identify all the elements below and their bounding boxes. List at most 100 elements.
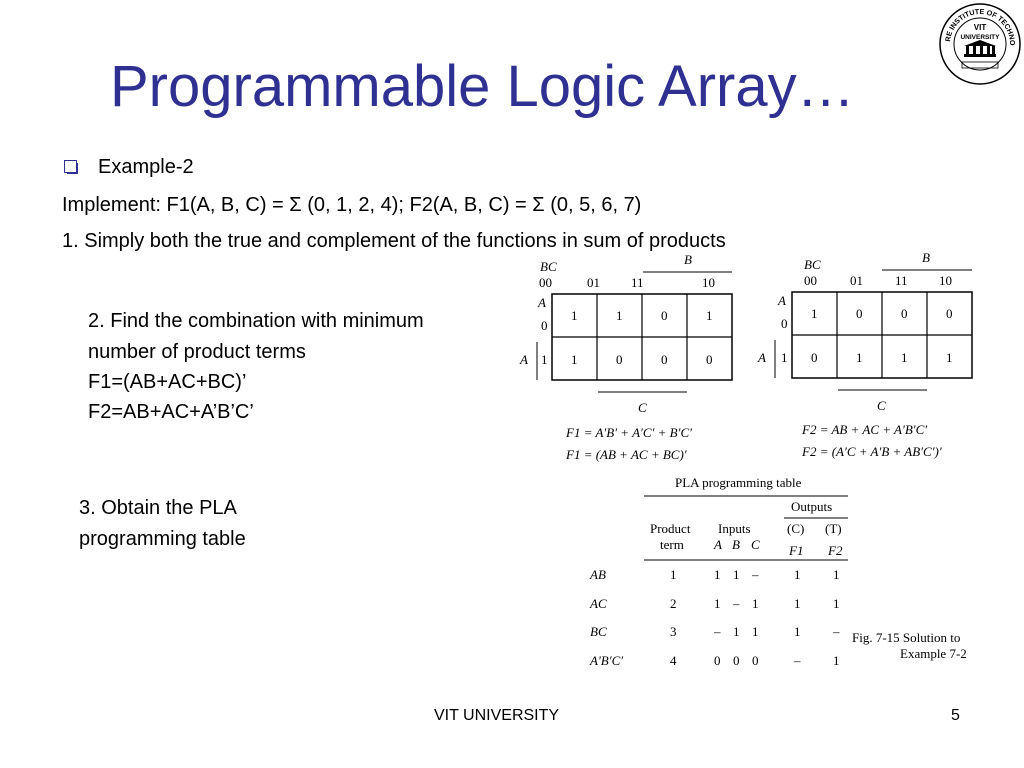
pla-row-term: 1 bbox=[670, 567, 677, 582]
kmap1-a-label: A bbox=[537, 295, 546, 310]
pla-table-caption: PLA programming table bbox=[675, 475, 802, 490]
pla-row-a: – bbox=[713, 624, 721, 639]
pla-row-b: 1 bbox=[733, 567, 740, 582]
kmap1-eq2: F1 = (AB + AC + BC)′ bbox=[565, 447, 687, 462]
pla-row-term: 3 bbox=[670, 624, 677, 639]
pla-row-label: AC bbox=[589, 596, 607, 611]
pla-output-col: F2 bbox=[827, 543, 843, 558]
step3-line1: 3. Obtain the PLA bbox=[79, 497, 237, 519]
kmap1-a-label-2: A bbox=[519, 352, 528, 367]
table-row: AB 1 1 1 – 1 1 bbox=[589, 567, 840, 582]
pla-row-c: 1 bbox=[752, 624, 759, 639]
kmap2-cell: 0 bbox=[811, 350, 818, 365]
pla-row-label: BC bbox=[590, 624, 607, 639]
kmap2-a-label: A bbox=[777, 293, 786, 308]
kmap1-eq1: F1 = A′B′ + A′C′ + B′C′ bbox=[565, 425, 692, 440]
kmap1-cell: 0 bbox=[661, 352, 668, 367]
kmap1-col-header: 10 bbox=[702, 275, 715, 290]
pla-row-f1: 1 bbox=[794, 567, 801, 582]
kmap1-cell: 1 bbox=[616, 308, 623, 323]
logo-text-university: UNIVERSITY bbox=[960, 34, 1000, 41]
pla-row-term: 4 bbox=[670, 653, 677, 668]
step2-f2: F2=AB+AC+A’B’C’ bbox=[88, 401, 254, 423]
vit-university-logo: VELLORE INSTITUTE OF TECHNOLOGY VIT UNIV… bbox=[938, 2, 1021, 85]
page-number: 5 bbox=[951, 707, 960, 724]
kmap1-b-label: B bbox=[684, 252, 692, 267]
pla-row-f1: – bbox=[793, 653, 801, 668]
pla-inputs-header: Inputs bbox=[718, 521, 751, 536]
pla-row-a: 1 bbox=[714, 567, 721, 582]
slide-title: Programmable Logic Array… bbox=[110, 54, 855, 119]
kmap2-row-header: 0 bbox=[781, 316, 788, 331]
kmap2-eq2: F2 = (A′C + A′B + AB′C′)′ bbox=[801, 444, 942, 459]
pla-programming-table: PLA programming table Outputs Product te… bbox=[589, 475, 967, 668]
table-row: AC 2 1 – 1 1 1 bbox=[589, 596, 840, 611]
pla-outputs-header: Outputs bbox=[791, 499, 832, 514]
kmap2-col-header: 11 bbox=[895, 273, 908, 288]
kmap1-c-label: C bbox=[638, 400, 647, 415]
kmap1-col-header: 11 bbox=[631, 275, 644, 290]
pla-product-term-header: term bbox=[660, 537, 684, 552]
pla-output-mode: (C) bbox=[787, 521, 804, 536]
kmap1-cell: 0 bbox=[661, 308, 668, 323]
pla-row-label: AB bbox=[589, 567, 606, 582]
logo-text-vit: VIT bbox=[974, 23, 987, 32]
kmap1-cell: 0 bbox=[616, 352, 623, 367]
kmap2-cell: 1 bbox=[901, 350, 908, 365]
pla-row-b: 1 bbox=[733, 624, 740, 639]
fig-caption-line2: Example 7-2 bbox=[900, 646, 967, 661]
implement-line: Implement: F1(A, B, C) = Σ (0, 1, 2, 4);… bbox=[62, 194, 642, 216]
kmap1-bc-label: BC bbox=[540, 259, 557, 274]
pla-row-term: 2 bbox=[670, 596, 677, 611]
kmap2-bc-label: BC bbox=[804, 257, 821, 272]
kmap1-cell: 1 bbox=[571, 352, 578, 367]
kmap2-cell: 1 bbox=[811, 306, 818, 321]
pla-row-f2: 1 bbox=[833, 653, 840, 668]
pla-product-term-header: Product bbox=[650, 521, 691, 536]
bullet-square-icon bbox=[64, 160, 78, 174]
step3-line2: programming table bbox=[79, 528, 246, 550]
kmap-f1: BC B 00 01 11 10 A 0 A 1 1 1 0 1 1 0 0 0… bbox=[519, 252, 733, 462]
kmap2-col-header: 10 bbox=[939, 273, 952, 288]
kmap2-cell: 0 bbox=[856, 306, 863, 321]
kmap1-cell: 1 bbox=[571, 308, 578, 323]
pla-row-c: – bbox=[751, 567, 759, 582]
kmap2-cell: 0 bbox=[901, 306, 908, 321]
kmap1-col-header: 00 bbox=[539, 275, 552, 290]
kmap1-col-header: 01 bbox=[587, 275, 600, 290]
pla-output-col: F1 bbox=[788, 543, 803, 558]
kmap2-cell: 0 bbox=[946, 306, 953, 321]
step2-line1: 2. Find the combination with minimum bbox=[88, 310, 424, 332]
fig-caption-line1: Fig. 7-15 Solution to bbox=[852, 630, 960, 645]
pla-row-c: 1 bbox=[752, 596, 759, 611]
pla-input-col: A bbox=[713, 537, 722, 552]
step2-line2: number of product terms bbox=[88, 341, 306, 363]
pla-row-label: A′B′C′ bbox=[589, 653, 623, 668]
pla-row-f1: 1 bbox=[794, 596, 801, 611]
kmap2-eq1: F2 = AB + AC + A′B′C′ bbox=[801, 422, 927, 437]
pla-row-b: – bbox=[732, 596, 740, 611]
pla-row-f2: – bbox=[832, 624, 840, 639]
pla-row-c: 0 bbox=[752, 653, 759, 668]
kmap2-b-label: B bbox=[922, 250, 930, 265]
pla-input-col: B bbox=[732, 537, 740, 552]
kmap2-col-header: 00 bbox=[804, 273, 817, 288]
kmap1-cell: 1 bbox=[706, 308, 713, 323]
pla-row-f2: 1 bbox=[833, 596, 840, 611]
kmap1-cell: 0 bbox=[706, 352, 713, 367]
step1-line: 1. Simply both the true and complement o… bbox=[62, 230, 726, 252]
kmap1-row-header: 1 bbox=[541, 352, 548, 367]
pla-row-f2: 1 bbox=[833, 567, 840, 582]
kmap2-cell: 1 bbox=[856, 350, 863, 365]
bullet-text: Example-2 bbox=[98, 156, 194, 178]
pla-input-col: C bbox=[751, 537, 760, 552]
kmap2-row-header: 1 bbox=[781, 350, 788, 365]
logo-building-icon bbox=[964, 40, 996, 57]
kmap2-col-header: 01 bbox=[850, 273, 863, 288]
pla-row-a: 1 bbox=[714, 596, 721, 611]
kmap1-row-header: 0 bbox=[541, 318, 548, 333]
kmap2-a-label-2: A bbox=[757, 350, 766, 365]
pla-row-f1: 1 bbox=[794, 624, 801, 639]
pla-output-mode: (T) bbox=[825, 521, 842, 536]
footer-university: VIT UNIVERSITY bbox=[434, 707, 560, 724]
